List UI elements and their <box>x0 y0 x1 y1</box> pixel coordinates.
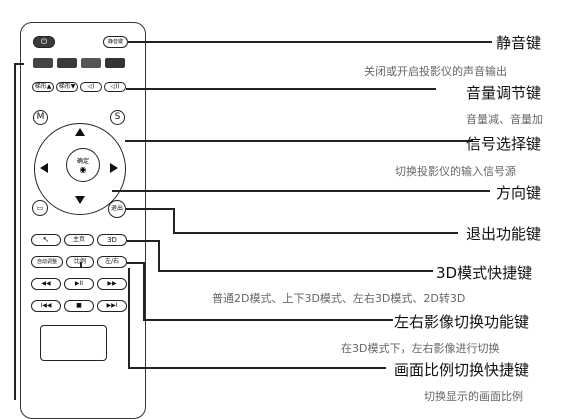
input-icon: ▭ <box>36 203 44 212</box>
callout-title-mute: 静音键 <box>496 34 542 52</box>
volume-up-button[interactable]: ◁)) <box>104 82 126 92</box>
leader-line-exit-h1 <box>126 208 174 210</box>
exit-label: 退出 <box>110 205 123 212</box>
next-label: ▶▶I <box>106 302 118 309</box>
color-key-2[interactable] <box>57 58 77 68</box>
next-button[interactable]: ▶▶I <box>97 300 127 312</box>
keystone-up-label: 梯形▲ <box>34 83 52 90</box>
callout-title-source: 信号选择键 <box>466 135 542 153</box>
volume-up-label: ◁)) <box>110 83 120 90</box>
callout-title-volume: 音量调节键 <box>466 84 542 102</box>
home-button[interactable]: 主页 <box>64 234 94 246</box>
leader-line-left-v <box>14 63 16 400</box>
power-icon: ⏻ <box>40 37 48 46</box>
fast-forward-label: ▶▶ <box>107 280 117 287</box>
leader-line-direction <box>112 190 490 192</box>
play-pause-button[interactable]: ▶II <box>64 278 94 290</box>
color-key-1[interactable] <box>33 58 53 68</box>
previous-label: I◀◀ <box>40 302 52 309</box>
keystone-down-label: 梯形▼ <box>58 83 76 90</box>
callout-sub-3d: 普通2D模式、上下3D模式、左右3D模式、2D转3D <box>212 292 466 305</box>
leader-line-exit-h2 <box>173 232 458 234</box>
power-button[interactable]: ⏻ <box>33 36 55 48</box>
leader-line-3d-v <box>158 240 160 271</box>
stop-label: ■ <box>76 302 82 309</box>
callout-sub-ratio: 切换显示的画面比例 <box>424 390 523 403</box>
leader-line-mute <box>128 41 492 43</box>
auto-adjust-label: 自动调整 <box>36 258 57 265</box>
callout-title-exit: 退出功能键 <box>466 225 542 243</box>
cursor-label: ↖ <box>42 235 50 244</box>
callout-sub-volume: 音量减、音量加 <box>466 113 543 126</box>
remote-diagram: ⏻ 静音键 梯形▲ 梯形▼ ◁) ◁)) M S 确定 ◉ ▭ 退出 ↖ 主页 … <box>14 22 543 419</box>
callout-sub-source: 切换投影仪的输入信号源 <box>395 165 516 178</box>
rewind-button[interactable]: ◀◀ <box>31 278 61 290</box>
3d-button[interactable]: 3D <box>97 234 127 246</box>
exit-button[interactable]: 退出 <box>108 200 126 218</box>
callout-sub-mute: 关闭或开启投影仪的声音输出 <box>364 65 507 78</box>
leader-line-ratio-v <box>128 268 130 368</box>
arrow-right-icon[interactable] <box>110 163 118 173</box>
callout-title-3d: 3D模式快捷键 <box>436 264 533 282</box>
leader-line-lr-h1 <box>127 262 144 264</box>
keystone-down-button[interactable]: 梯形▼ <box>56 82 78 92</box>
ratio-label: 比例 <box>74 259 86 265</box>
arrow-down-icon[interactable] <box>75 196 85 204</box>
callout-title-ratio: 画面比例切换快捷键 <box>394 361 530 379</box>
stop-button[interactable]: ■ <box>64 300 94 312</box>
volume-down-label: ◁) <box>87 83 95 90</box>
leader-line-lr-v <box>143 262 145 320</box>
source-label: S <box>114 112 121 122</box>
leader-line-exit-v <box>173 208 175 233</box>
menu-label: M <box>36 112 45 122</box>
3d-label: 3D <box>107 235 117 244</box>
home-label: 主页 <box>72 236 85 243</box>
arrow-up-icon[interactable] <box>75 128 85 136</box>
auto-adjust-button[interactable]: 自动调整 <box>31 256 63 268</box>
play-pause-label: ▶II <box>74 280 84 287</box>
left-right-button[interactable]: 左/右 <box>97 256 127 268</box>
leader-line-ratio-stub <box>80 262 82 268</box>
menu-button[interactable]: M <box>33 110 48 125</box>
arrow-left-icon[interactable] <box>40 163 48 173</box>
leader-line-volume <box>126 88 436 90</box>
input-icon-button[interactable]: ▭ <box>32 200 48 216</box>
mute-button[interactable]: 静音键 <box>103 36 128 48</box>
keystone-up-button[interactable]: 梯形▲ <box>32 82 54 92</box>
leader-line-lr-h2 <box>143 319 393 321</box>
color-key-3[interactable] <box>81 58 101 68</box>
fast-forward-button[interactable]: ▶▶ <box>97 278 127 290</box>
ok-dot-icon: ◉ <box>79 165 87 174</box>
leader-line-left-h <box>14 63 24 65</box>
ok-button[interactable]: 确定 ◉ <box>66 148 100 182</box>
callout-title-lr: 左右影像切换功能键 <box>394 313 530 331</box>
volume-down-button[interactable]: ◁) <box>80 82 102 92</box>
callout-sub-lr: 在3D模式下，左右影像进行切换 <box>341 342 500 355</box>
leader-line-source <box>125 140 473 142</box>
color-key-4[interactable] <box>105 58 125 68</box>
left-right-label: 左/右 <box>104 258 120 265</box>
remote-display-panel <box>40 325 107 361</box>
leader-line-3d-h1 <box>127 240 159 242</box>
leader-line-3d-h2 <box>158 270 433 272</box>
mute-button-label: 静音键 <box>107 38 123 45</box>
direction-pad[interactable] <box>34 123 126 215</box>
cursor-button[interactable]: ↖ <box>31 234 61 246</box>
leader-line-ratio-h <box>128 367 386 369</box>
ok-label: 确定 <box>76 158 89 165</box>
source-button[interactable]: S <box>110 110 125 125</box>
callout-title-direction: 方向键 <box>496 184 542 202</box>
rewind-label: ◀◀ <box>41 280 51 287</box>
previous-button[interactable]: I◀◀ <box>31 300 61 312</box>
